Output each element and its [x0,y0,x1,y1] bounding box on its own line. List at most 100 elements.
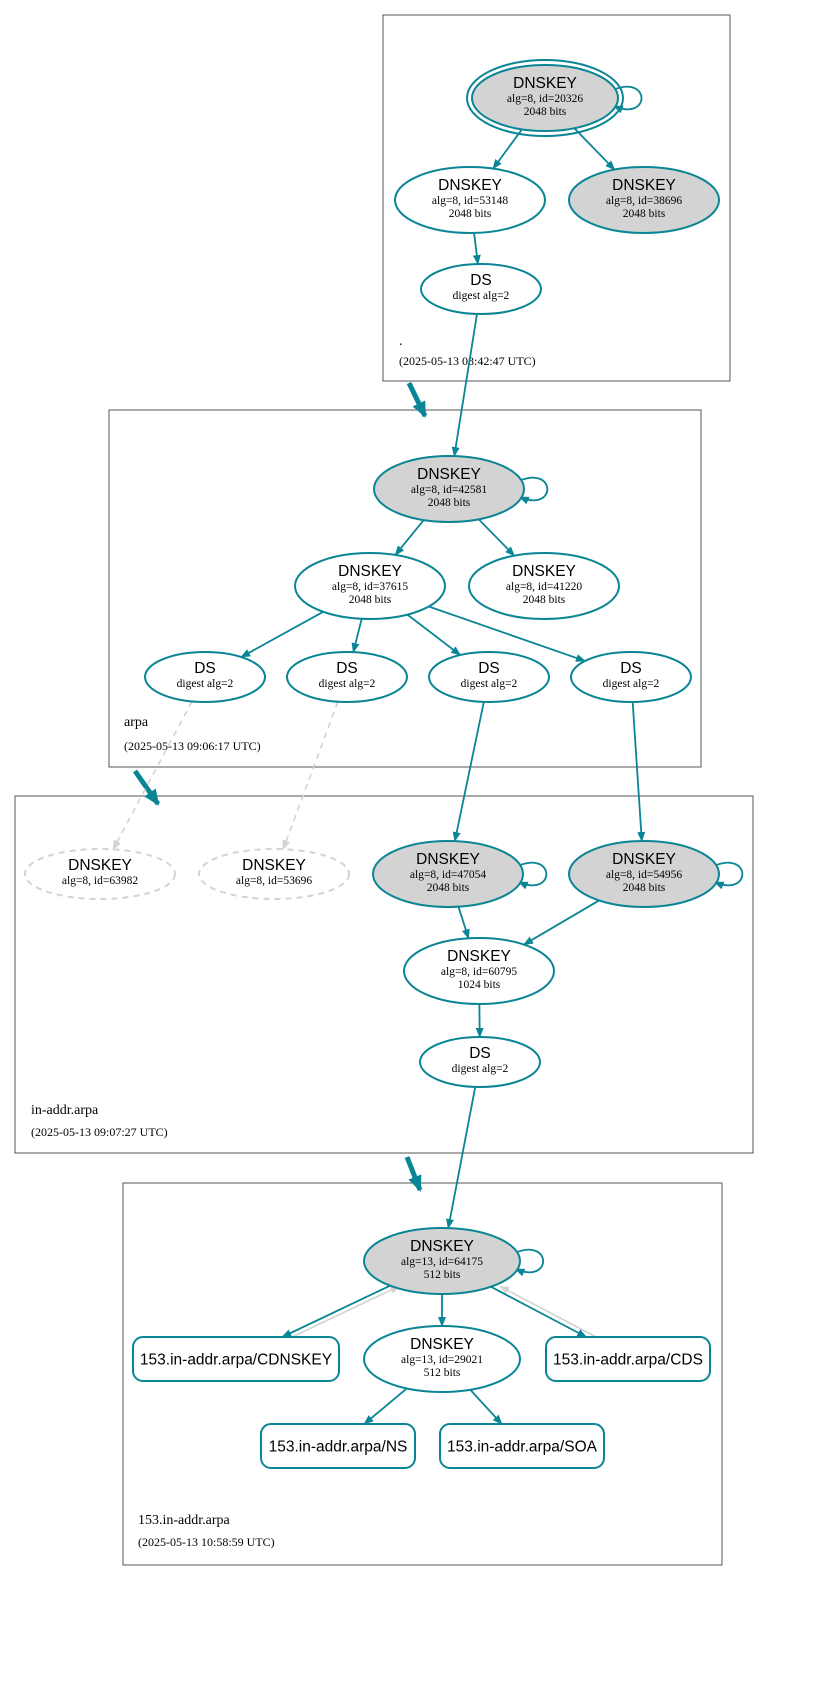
rrset-node-z_cds[interactable]: 153.in-addr.arpa/CDS [545,1336,711,1382]
node-key-info: digest alg=2 [319,678,376,690]
node-key-size: 2048 bits [427,882,470,894]
node-ellipse [144,651,266,703]
zone-name: . [399,334,403,349]
rrset-box [260,1423,416,1469]
node-key-info: alg=8, id=53148 [432,195,508,207]
edge-z_64175-to-z_cdnskey [281,1284,391,1338]
rrset-node-z_cdnskey[interactable]: 153.in-addr.arpa/CDNSKEY [132,1336,340,1382]
node-key-size: 1024 bits [458,979,501,991]
trust-anchor-ring [466,59,624,137]
edge-a_42581-to-a_37615 [394,519,425,556]
zone-box [382,14,731,382]
zone-timestamp: (2025-05-13 09:06:17 UTC) [124,739,261,753]
node-type-label: DNSKEY [447,948,511,965]
node-key-info: digest alg=2 [452,1063,509,1075]
delegation-arrow [404,1156,423,1192]
node-ellipse [198,848,350,900]
node-ellipse [363,1325,521,1393]
node-key-info: alg=8, id=63982 [62,875,138,887]
rrset-node-z_soa[interactable]: 153.in-addr.arpa/SOA [439,1423,605,1469]
zone-name: in-addr.arpa [31,1103,99,1118]
self-signature-loop [518,476,549,505]
rrset-node-z_ns[interactable]: 153.in-addr.arpa/NS [260,1423,416,1469]
node-key-info: alg=8, id=53696 [236,875,312,887]
edge-r_ksk-to-r_53148 [492,128,523,170]
node-key-info: digest alg=2 [453,290,510,302]
rrset-label: 153.in-addr.arpa/CDS [553,1352,703,1369]
node-type-label: DNSKEY [242,857,306,874]
edge-r_53148-to-r_ds [472,232,481,266]
edge-z_cds-to-z_64175 [499,1285,597,1338]
zone-arpa: arpa(2025-05-13 09:06:17 UTC) [108,409,702,768]
node-type-label: DNSKEY [68,857,132,874]
zone-timestamp: (2025-05-13 10:58:59 UTC) [138,1535,275,1549]
node-key-info: digest alg=2 [177,678,234,690]
node-ellipse [568,840,720,908]
rrset-label: 153.in-addr.arpa/CDNSKEY [140,1352,332,1369]
node-type-label: DNSKEY [612,177,676,194]
zone-box [108,409,702,768]
edge-i_ds-to-z_64175 [446,1086,477,1230]
node-key-size: 512 bits [424,1367,461,1379]
node-key-info: alg=8, id=47054 [410,869,486,881]
edge-r_ksk-to-r_38696 [573,127,616,171]
edge-a_ds2-to-i_53696 [282,701,339,851]
edge-z_29021-to-z_ns [363,1387,408,1425]
self-signature-loop [612,85,643,114]
zone-timestamp: (2025-05-13 08:42:47 UTC) [399,354,536,368]
node-ellipse [24,848,176,900]
edge-layer [112,127,646,1425]
node-type-label: DNSKEY [612,851,676,868]
zone-name: 153.in-addr.arpa [138,1513,231,1528]
node-key-info: alg=13, id=64175 [401,1256,483,1268]
edge-a_ds4-to-i_54956 [631,701,646,843]
node-key-size: 2048 bits [449,208,492,220]
zone-box [14,795,754,1154]
edge-a_37615-to-a_ds2 [351,618,363,654]
edge-a_37615-to-a_ds4 [428,605,586,662]
node-type-label: DNSKEY [512,563,576,580]
node-ellipse [363,1227,521,1295]
node-type-label: DS [470,272,492,289]
node-type-label: DS [469,1045,491,1062]
node-ellipse [403,937,555,1005]
rrset-box [545,1336,711,1382]
self-signature-loop [517,861,548,890]
rrset-label: 153.in-addr.arpa/NS [269,1439,408,1456]
edge-a_ds1-to-i_63982 [112,701,193,851]
node-type-label: DNSKEY [410,1238,474,1255]
node-type-label: DS [336,660,358,677]
edge-a_37615-to-a_ds1 [240,611,324,658]
rrset-box [439,1423,605,1469]
edge-i_54956-to-i_60795 [523,899,600,946]
zone-root: . (2025-05-13 08:42:47 UTC) [382,14,731,382]
zone-z153: 153.in-addr.arpa (2025-05-13 10:58:59 UTC… [122,1182,723,1566]
node-type-label: DNSKEY [513,75,577,92]
node-key-info: alg=8, id=38696 [606,195,682,207]
node-type-label: DNSKEY [416,851,480,868]
node-key-info: alg=8, id=42581 [411,484,487,496]
node-type-label: DNSKEY [338,563,402,580]
edge-a_37615-to-a_ds3 [406,613,462,656]
node-key-info: alg=8, id=41220 [506,581,582,593]
node-key-size: 2048 bits [349,594,392,606]
